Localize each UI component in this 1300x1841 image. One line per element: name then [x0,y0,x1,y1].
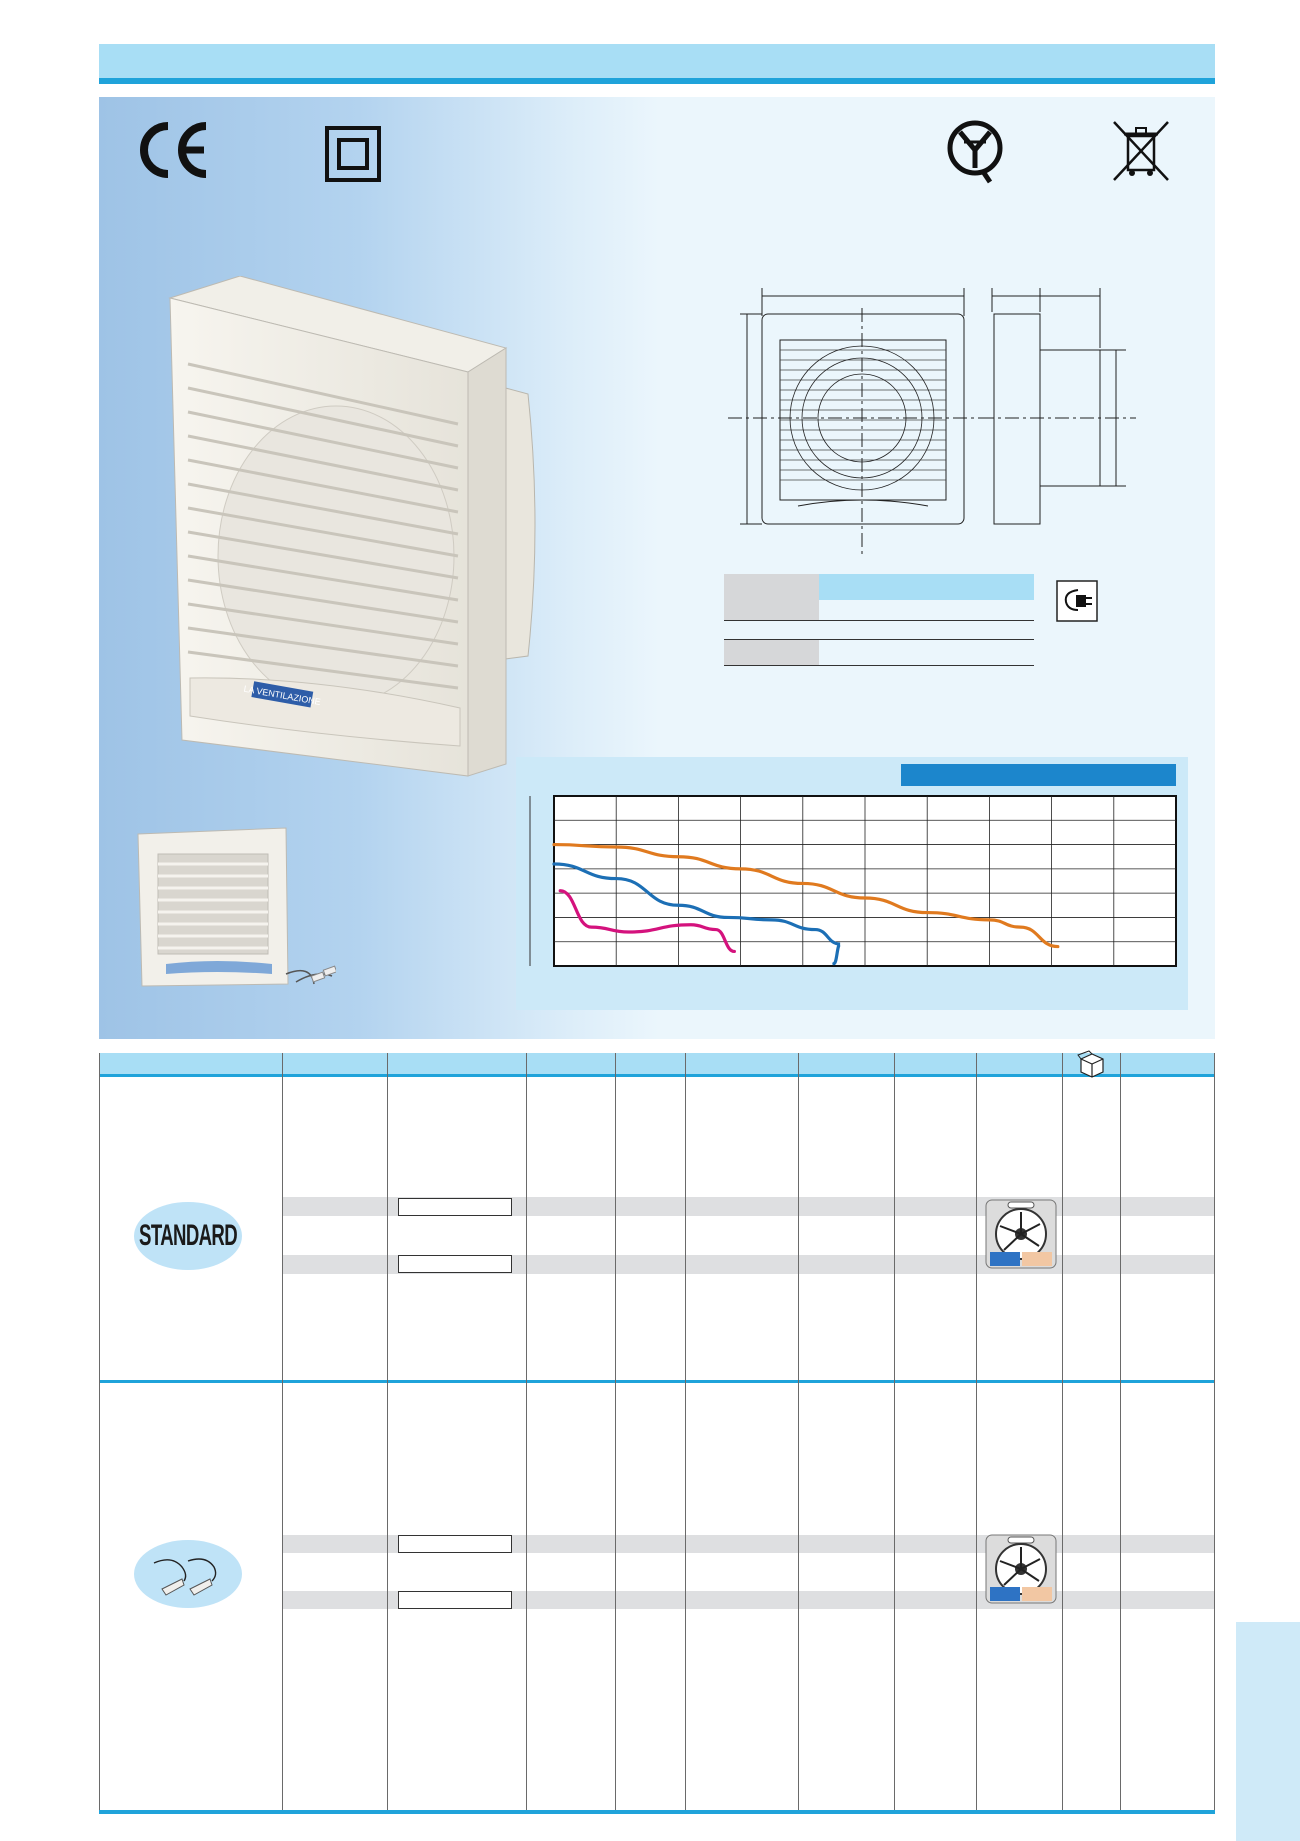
page-edge-tab [1236,1622,1300,1841]
spec-rule [724,639,1034,640]
spec-rule [724,620,1034,621]
header-rule [99,78,1215,84]
spec-cell-label-3 [724,640,819,665]
standard-badge: STANDARD [134,1202,242,1270]
performance-chart [529,795,1177,967]
chart-series-line-2 [552,862,842,966]
column-rule [282,1053,283,1810]
spec-rule [724,600,819,602]
chart-title-bar [901,764,1176,786]
plug-icon [1056,580,1098,622]
header-band [99,44,1215,78]
column-rule [685,1053,686,1810]
ce-mark-icon [140,122,207,178]
table-row-shade [283,1197,1215,1216]
code-box [398,1198,512,1216]
table-row-shade [283,1535,1215,1553]
column-rule [1214,1053,1215,1810]
packaging-image [985,1534,1057,1604]
table-row-shade [283,1591,1215,1609]
column-rule [798,1053,799,1810]
double-insulation-icon [325,126,381,182]
code-box [398,1591,512,1609]
fan-with-cord-image [137,827,336,987]
column-rule [894,1053,895,1810]
weee-bin-icon [1113,121,1169,181]
chart-series-line-1 [552,842,1060,949]
packaging-image [985,1199,1057,1269]
spec-cell-header [819,574,1034,600]
technical-drawing [728,288,1136,554]
pull-cord-icon [153,1558,217,1596]
table-row-shade [283,1255,1215,1274]
column-rule [99,1053,100,1810]
code-box [398,1255,512,1273]
column-rule [526,1053,527,1810]
column-rule [976,1053,977,1810]
column-rule [1062,1053,1063,1810]
spec-rule [724,665,1034,666]
fan-product-image: LA VENTILAZIONE [168,276,536,777]
pull-cord-badge [134,1540,242,1608]
standard-label: STANDARD [138,1219,238,1252]
imq-mark-icon [947,120,1003,184]
column-rule [1120,1053,1121,1810]
chart-series-line-3 [558,889,736,954]
table-header-rule [99,1074,1215,1077]
package-box-icon [1077,1050,1104,1078]
table-bottom-rule [99,1810,1215,1814]
spec-cell-label-2 [724,602,819,620]
table-header-row [99,1053,1215,1076]
table-section-rule [99,1380,1215,1383]
spec-cell-label-1 [724,574,819,600]
column-rule [387,1053,388,1810]
column-rule [615,1053,616,1810]
code-box [398,1535,512,1553]
